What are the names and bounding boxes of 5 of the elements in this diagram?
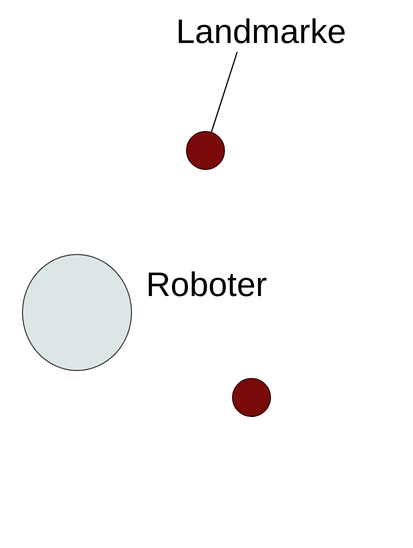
landmark-dot <box>232 378 271 417</box>
leader-line <box>210 52 238 132</box>
landmark-dot <box>186 131 225 170</box>
robot-label: Roboter <box>146 265 267 305</box>
landmark-label: Landmarke <box>176 12 346 52</box>
